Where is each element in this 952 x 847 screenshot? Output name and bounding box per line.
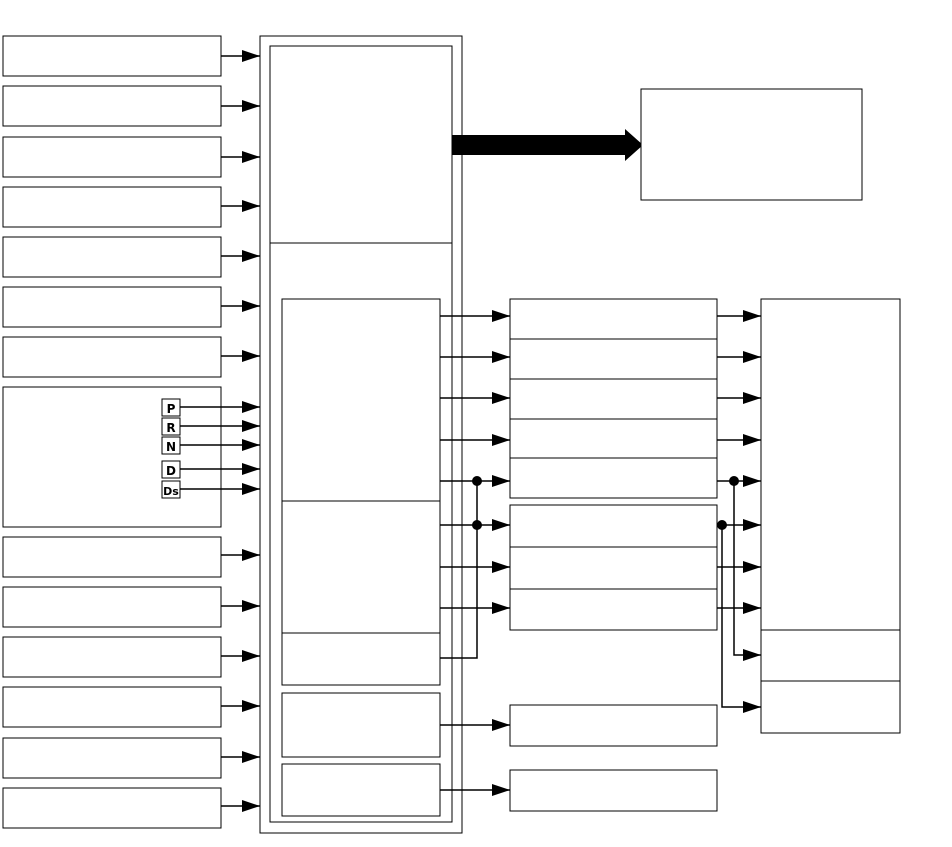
input-box-3 bbox=[2, 136, 222, 178]
logic-block-lower-1 bbox=[281, 692, 441, 758]
input-box-6 bbox=[2, 286, 222, 328]
data-bus-arrow bbox=[452, 129, 643, 161]
input-box-7 bbox=[2, 336, 222, 378]
controller-output-arrows bbox=[440, 310, 510, 796]
input-box-10 bbox=[2, 586, 222, 628]
input-box-1 bbox=[2, 35, 222, 77]
driver-group-b bbox=[509, 504, 718, 631]
range-switch-box bbox=[2, 386, 222, 528]
input-box-11 bbox=[2, 636, 222, 678]
range-ds-label: Ds bbox=[163, 485, 179, 498]
junction-dot-3 bbox=[729, 476, 739, 486]
input-box-4 bbox=[2, 186, 222, 228]
input-box-12 bbox=[2, 686, 222, 728]
driver-group-a bbox=[509, 298, 718, 499]
input-box-2 bbox=[2, 85, 222, 127]
driver-box-lower-1 bbox=[509, 704, 718, 747]
display-box bbox=[640, 88, 863, 201]
input-box-13 bbox=[2, 737, 222, 779]
driver-blocks bbox=[509, 298, 718, 812]
input-arrows bbox=[180, 50, 260, 812]
junction-dot-4 bbox=[717, 520, 727, 530]
input-box-14 bbox=[2, 787, 222, 829]
logic-block-main bbox=[281, 298, 441, 686]
input-blocks bbox=[2, 35, 222, 829]
range-labels: P R N D Ds bbox=[161, 398, 181, 499]
range-p-label: P bbox=[167, 402, 176, 416]
junction-dot-1 bbox=[472, 476, 482, 486]
driver-output-arrows bbox=[717, 310, 761, 713]
feedback-line bbox=[440, 481, 478, 659]
actuator-main bbox=[760, 298, 901, 734]
logic-block-lower-2 bbox=[281, 763, 441, 817]
range-n-label: N bbox=[166, 440, 176, 454]
actuator-block bbox=[760, 298, 901, 734]
input-box-9 bbox=[2, 536, 222, 578]
range-d-label: D bbox=[166, 464, 176, 478]
driver-box-lower-2 bbox=[509, 769, 718, 812]
input-box-5 bbox=[2, 236, 222, 278]
range-r-label: R bbox=[166, 421, 175, 435]
junction-dot-2 bbox=[472, 520, 482, 530]
control-unit bbox=[259, 35, 463, 834]
